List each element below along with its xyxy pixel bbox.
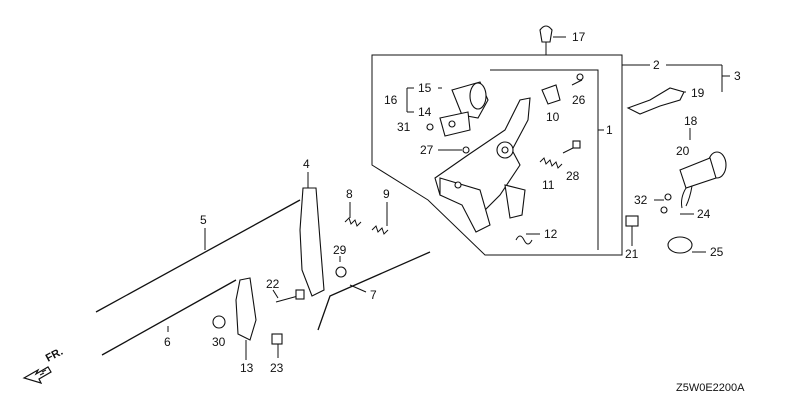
callout-21: 21: [625, 247, 639, 261]
bracket-part-10: [541, 84, 561, 105]
callout-17: 17: [572, 30, 586, 44]
callout-3: 3: [734, 69, 741, 83]
bolt-part-21: [625, 215, 639, 236]
callout-18: 18: [684, 114, 698, 128]
governor-assembly: [439, 81, 489, 137]
bolt-part-23: [271, 333, 283, 345]
callout-22: 22: [266, 277, 280, 291]
rod-part-6: [101, 279, 237, 356]
rod-part-7: [317, 251, 431, 331]
callout-26: 26: [572, 93, 586, 107]
callout-30: 30: [212, 335, 226, 349]
callout-10: 10: [546, 110, 560, 124]
spring-part-8: [344, 217, 362, 227]
callout-11: 11: [542, 178, 555, 192]
callout-23: 23: [270, 361, 284, 375]
bolt-part-28: [562, 140, 581, 154]
spring-part-12: [515, 235, 533, 245]
callout-15: 15: [418, 81, 432, 95]
callout-16: 16: [384, 93, 398, 107]
callout-29: 29: [333, 243, 347, 257]
callout-13: 13: [240, 361, 254, 375]
callout-28: 28: [566, 169, 580, 183]
bolt-part-22: [275, 289, 305, 303]
callout-32: 32: [634, 193, 648, 207]
callout-1: 1: [606, 123, 613, 137]
washer-part-31: [426, 123, 434, 131]
front-direction-arrow: [22, 366, 52, 384]
spring-part-9: [371, 225, 389, 235]
callout-9: 9: [383, 187, 390, 201]
callout-6: 6: [164, 335, 171, 349]
control-base-assembly: [434, 97, 531, 233]
callout-7: 7: [370, 288, 377, 302]
screw-part-27: [462, 146, 470, 154]
inner-assembly-outline: [490, 69, 599, 250]
callout-27: 27: [420, 143, 434, 157]
callout-24: 24: [697, 207, 711, 221]
callout-4: 4: [303, 157, 310, 171]
arm-part-4: [299, 187, 325, 297]
rod-part-5: [95, 199, 301, 313]
callout-20: 20: [676, 144, 690, 158]
callout-31: 31: [397, 120, 411, 134]
callout-14: 14: [418, 105, 432, 119]
nut-part-29: [335, 266, 347, 278]
callout-2: 2: [653, 58, 660, 72]
lever-part-13: [235, 277, 257, 341]
front-direction-label: FR.: [44, 346, 65, 365]
leader-lines: [167, 36, 730, 360]
callout-5: 5: [200, 213, 207, 227]
callout-19: 19: [691, 86, 705, 100]
clip-part-17: [539, 25, 553, 43]
callout-12: 12: [544, 227, 558, 241]
washer-part-30: [212, 315, 226, 329]
callout-8: 8: [346, 187, 353, 201]
switch-assembly-part-18: [660, 151, 727, 214]
assembly-outline: [371, 54, 623, 256]
plate-part-19: [626, 87, 685, 115]
bolt-part-26: [571, 73, 584, 86]
callout-25: 25: [710, 245, 724, 259]
diagram-code: Z5W0E2200A: [676, 382, 745, 394]
spring-part-11: [539, 157, 563, 169]
grommet-part-25: [667, 236, 693, 254]
